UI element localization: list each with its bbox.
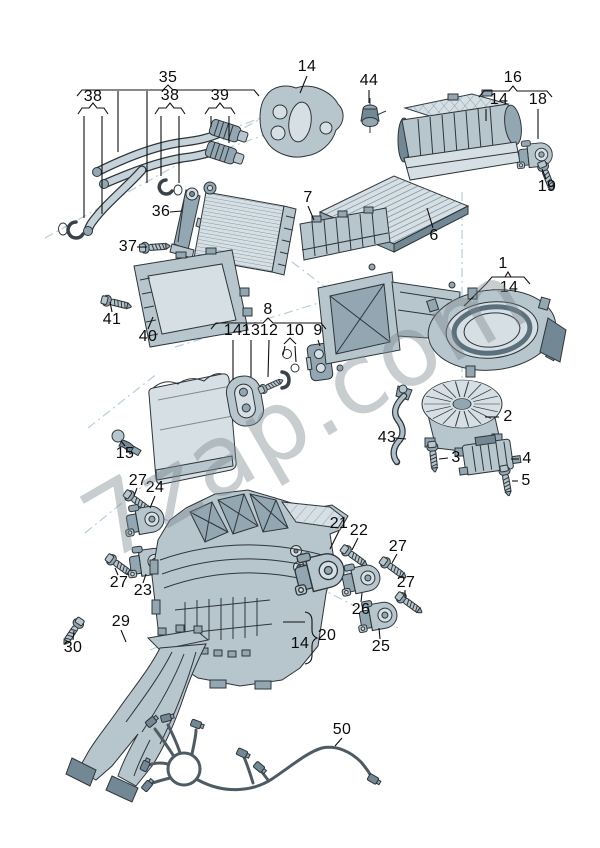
leader-lines <box>72 75 553 747</box>
callout-10: 10 <box>285 322 305 339</box>
seal-plate-13-14 <box>225 375 265 427</box>
callout-18: 18 <box>528 91 548 108</box>
callout-14-intake: 14 <box>489 91 509 108</box>
callout-43: 43 <box>377 429 397 446</box>
callout-27-c: 27 <box>388 538 408 555</box>
callout-27-b: 27 <box>109 574 129 591</box>
callout-26: 26 <box>351 601 371 618</box>
callout-38-a: 38 <box>83 88 103 105</box>
callout-14-dist: 14 <box>290 635 310 652</box>
callout-15: 15 <box>115 445 135 462</box>
screw-27-d <box>393 589 426 618</box>
callout-14-gasket: 14 <box>297 58 317 75</box>
evaporator-core <box>148 373 237 485</box>
callout-36: 36 <box>151 203 171 220</box>
callout-22: 22 <box>349 522 369 539</box>
air-intake-housing-16 <box>397 89 522 181</box>
callout-20: 20 <box>317 627 337 644</box>
callout-4: 4 <box>522 450 532 467</box>
callout-27-d: 27 <box>396 574 416 591</box>
filter-cover-7 <box>299 206 391 261</box>
callout-16: 16 <box>503 69 523 86</box>
callout-39: 39 <box>210 87 230 104</box>
vent-valve-44 <box>360 98 387 133</box>
callout-23: 23 <box>133 582 153 599</box>
callout-38-b: 38 <box>160 87 180 104</box>
callout-40: 40 <box>138 328 158 345</box>
blower-housing-1 <box>317 263 567 378</box>
callout-50: 50 <box>332 721 352 738</box>
callout-12: 12 <box>259 322 279 339</box>
clips-10 <box>280 349 300 390</box>
callout-14-seal: 14 <box>223 322 243 339</box>
callout-21: 21 <box>329 515 349 532</box>
callout-5: 5 <box>521 472 531 489</box>
wiring-harness-50 <box>139 712 383 793</box>
callout-37: 37 <box>118 238 138 255</box>
bolt-12 <box>256 375 286 396</box>
screw-5 <box>497 464 515 498</box>
callout-25: 25 <box>371 638 391 655</box>
screw-41 <box>99 293 133 313</box>
callout-7: 7 <box>303 189 313 206</box>
gasket-14-top <box>259 85 344 158</box>
callout-13: 13 <box>241 322 261 339</box>
callout-8: 8 <box>263 301 273 318</box>
callout-30: 30 <box>63 639 83 656</box>
pipe-fittings-39 <box>204 118 249 165</box>
callout-24: 24 <box>145 479 165 496</box>
callout-41: 41 <box>102 311 122 328</box>
callout-6: 6 <box>429 227 439 244</box>
callout-14-housing: 14 <box>499 279 519 296</box>
drain-hose-43 <box>390 384 413 466</box>
pipe-clamps-38 <box>58 178 183 240</box>
callout-9: 9 <box>313 322 323 339</box>
callout-35: 35 <box>158 69 178 86</box>
callout-1: 1 <box>498 255 508 272</box>
callout-27-a: 27 <box>128 472 148 489</box>
callout-44: 44 <box>359 72 379 89</box>
callout-29: 29 <box>111 613 131 630</box>
air-duct-29 <box>65 624 210 803</box>
callout-3: 3 <box>451 449 461 466</box>
callout-2: 2 <box>503 408 513 425</box>
callout-19: 19 <box>537 178 557 195</box>
